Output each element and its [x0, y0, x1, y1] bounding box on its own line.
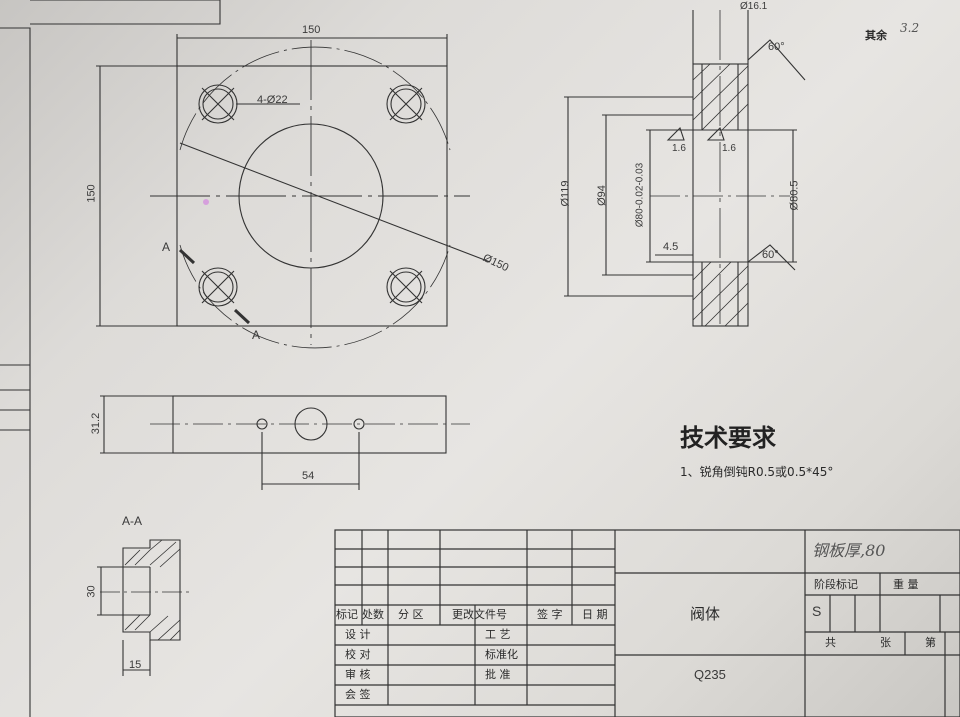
header-signature: 签 字: [537, 608, 563, 621]
role-countersign: 会 签: [345, 688, 371, 701]
side-dim-80: Ø80-0.02-0.03: [634, 162, 646, 228]
bolt-holes: [198, 84, 426, 307]
role-design: 设 计: [345, 628, 371, 641]
stage-value: S: [812, 603, 822, 619]
section-mark-a-top: A: [162, 240, 171, 254]
bottom-view-outline: [172, 395, 447, 454]
part-name: 阀体: [690, 605, 721, 623]
role-process: 工 艺: [485, 628, 511, 641]
ink-dot: [203, 199, 209, 205]
header-change-doc: 更改文件号: [452, 608, 507, 621]
roughness-1: 1.6: [672, 143, 686, 154]
side-view-outline: [692, 63, 749, 327]
side-angle-bottom: 60°: [762, 249, 779, 261]
side-dim-119: Ø119: [559, 180, 572, 207]
stage-label: 阶段标记: [814, 578, 858, 591]
side-dim-4-5: 4.5: [663, 241, 679, 253]
material-code: Q235: [694, 667, 726, 682]
notes-item-1: 1、锐角倒钝R0.5或0.5*45°: [680, 465, 834, 479]
section-outline: [122, 539, 181, 641]
role-check: 校 对: [345, 648, 371, 661]
total-label: 共: [825, 636, 836, 649]
section-mark-a-bottom: A: [252, 328, 261, 342]
height-dim: 150: [85, 184, 98, 203]
side-angle-top: 60°: [768, 41, 785, 53]
holes-note: 4-Ø22: [257, 94, 288, 106]
section-width-dim: 15: [129, 659, 142, 671]
section-title: A-A: [122, 514, 143, 528]
side-dim-94: Ø94: [595, 185, 608, 206]
page-label: 第: [925, 636, 936, 649]
roughness-2: 1.6: [722, 143, 736, 154]
material-handwritten: 钢板厚,80: [812, 541, 886, 560]
header-count: 处数: [362, 608, 384, 621]
width-dim: 150: [302, 24, 321, 36]
notes-title: 技术要求: [680, 424, 776, 452]
bottom-height-dim: 31.2: [90, 412, 103, 435]
title-block-frame: [334, 529, 960, 717]
extra-top-label: 其余: [865, 29, 887, 42]
role-review: 审 核: [345, 668, 371, 681]
header-mark: 标记: [336, 608, 358, 621]
bottom-spacing-dim: 54: [302, 470, 315, 482]
role-standard: 标准化: [485, 648, 518, 661]
roughness-mark: 3.2: [900, 21, 920, 35]
sheets-label: 张: [880, 636, 891, 649]
section-height-dim: 30: [85, 585, 98, 598]
weight-label: 重 量: [893, 578, 919, 591]
header-date: 日 期: [582, 608, 608, 621]
side-dim-16: Ø16.1: [740, 1, 768, 12]
side-dim-80-5: Ø80.5: [788, 180, 801, 211]
role-approve: 批 准: [485, 668, 511, 681]
header-zone: 分 区: [398, 608, 424, 621]
